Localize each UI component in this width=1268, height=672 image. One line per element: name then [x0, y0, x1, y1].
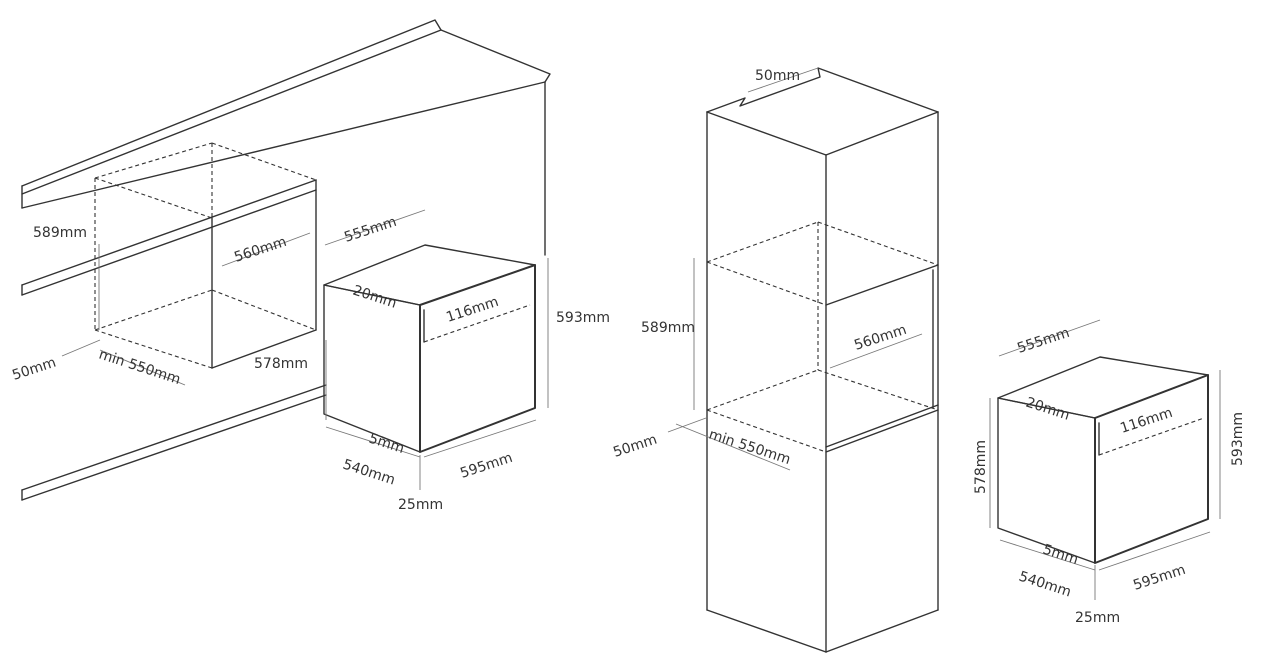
- min-depth-label: min 550mm: [707, 427, 793, 468]
- width-595-label: 595mm: [458, 450, 514, 482]
- front-25-label: 25mm: [1075, 610, 1120, 626]
- frame-20-label: 20mm: [1024, 395, 1072, 424]
- left-installation: 589mm 560mm 50mm min 550mm 578mm 555mm 2…: [10, 19, 610, 513]
- left-dimension-lines: [61, 209, 549, 490]
- cavity-width-label: 560mm: [232, 234, 288, 266]
- depth-540-label: 540mm: [341, 457, 397, 489]
- left-dimension-labels: 589mm 560mm 50mm min 550mm 578mm 555mm 2…: [10, 214, 610, 513]
- kitchen-cabinet: [21, 81, 546, 501]
- panel-116-label: 116mm: [1118, 405, 1174, 437]
- cavity-height-label: 589mm: [33, 225, 87, 241]
- tall-cavity-outline: [706, 221, 939, 453]
- oven-height-578-label: 578mm: [973, 440, 989, 494]
- gap-5-label: 5mm: [1041, 542, 1080, 568]
- vent-depth-label: 50mm: [10, 355, 58, 384]
- tall-cabinet: [706, 67, 939, 653]
- panel-116-label: 116mm: [444, 294, 500, 326]
- gap-5-label: 5mm: [367, 431, 406, 457]
- oven-height-578-label: 578mm: [254, 356, 308, 372]
- top-vent-label: 50mm: [755, 68, 800, 84]
- oven-depth-555-label: 555mm: [342, 214, 398, 246]
- right-dimension-lines: [667, 67, 1221, 600]
- oven-unit-right: [997, 356, 1209, 564]
- oven-height-593-label: 593mm: [1230, 412, 1246, 466]
- min-depth-label: min 550mm: [97, 347, 183, 388]
- width-595-label: 595mm: [1131, 562, 1187, 594]
- frame-20-label: 20mm: [351, 283, 399, 312]
- oven-height-593-label: 593mm: [556, 310, 610, 326]
- countertop: [21, 19, 551, 209]
- depth-540-label: 540mm: [1017, 569, 1073, 601]
- oven-cavity-outline: [94, 142, 317, 369]
- oven-unit: [323, 244, 536, 453]
- front-25-label: 25mm: [398, 497, 443, 513]
- oven-depth-555-label: 555mm: [1015, 325, 1071, 357]
- cavity-height-label: 589mm: [641, 320, 695, 336]
- vent-depth-label: 50mm: [611, 432, 659, 461]
- right-installation: 50mm 589mm 560mm 50mm min 550mm 555mm 20…: [611, 67, 1246, 653]
